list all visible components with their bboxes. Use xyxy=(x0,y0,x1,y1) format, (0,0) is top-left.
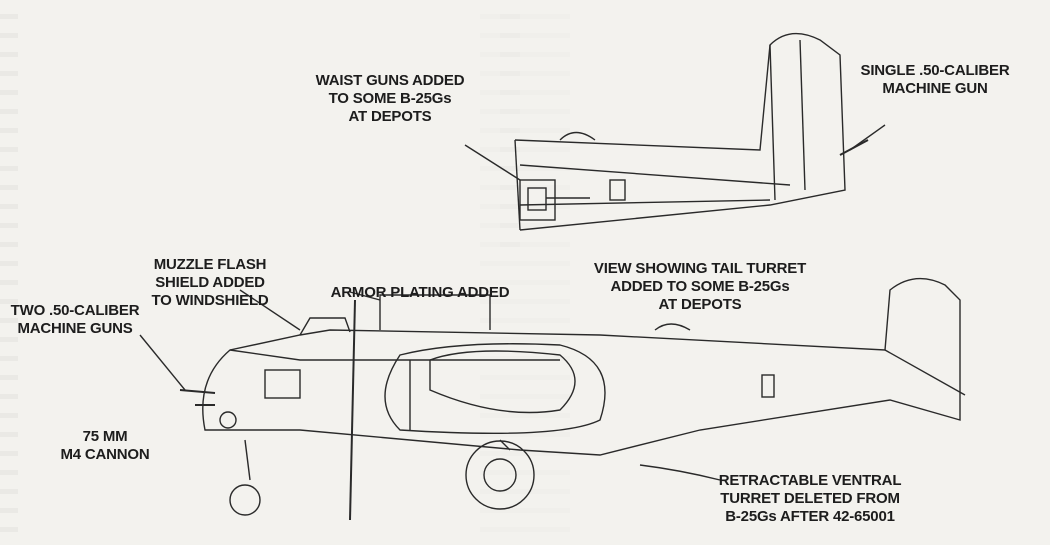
label-line: WAIST GUNS ADDED xyxy=(315,72,465,89)
label-single-gun: SINGLE .50-CALIBER MACHINE GUN xyxy=(850,62,1020,98)
label-armor-plating: ARMOR PLATING ADDED xyxy=(325,284,515,302)
label-tail-view: VIEW SHOWING TAIL TURRET ADDED TO SOME B… xyxy=(585,260,815,314)
leader-line xyxy=(349,291,381,301)
leader-line xyxy=(849,124,886,151)
label-line: RETRACTABLE VENTRAL xyxy=(718,472,902,489)
main-wheel xyxy=(465,440,535,510)
label-line: TURRET DELETED FROM xyxy=(720,490,900,507)
bleed-through-text-left xyxy=(0,0,18,545)
label-line: TO SOME B-25Gs xyxy=(328,90,452,107)
tail-turret-inset-view xyxy=(464,32,886,231)
propeller xyxy=(349,299,356,521)
label-line: MACHINE GUNS xyxy=(17,320,133,337)
b25g-side-view xyxy=(139,277,966,521)
label-line: MUZZLE FLASH xyxy=(153,256,267,273)
label-cannon: 75 MM M4 CANNON xyxy=(50,428,160,464)
label-line: VIEW SHOWING TAIL TURRET xyxy=(593,260,807,277)
leader-line xyxy=(639,464,721,481)
label-line: TO WINDSHIELD xyxy=(151,292,269,309)
bleed-through-text-top-left xyxy=(500,0,520,260)
leader-line xyxy=(239,289,301,331)
label-line: TWO .50-CALIBER xyxy=(10,302,140,319)
label-line: AT DEPOTS xyxy=(348,108,432,125)
label-line: M4 CANNON xyxy=(60,446,150,463)
label-ventral-turret: RETRACTABLE VENTRAL TURRET DELETED FROM … xyxy=(715,472,905,526)
nose-wheel xyxy=(229,484,261,516)
label-two-guns: TWO .50-CALIBER MACHINE GUNS xyxy=(5,302,145,338)
label-muzzle-flash: MUZZLE FLASH SHIELD ADDED TO WINDSHIELD xyxy=(140,256,280,310)
label-line: ARMOR PLATING ADDED xyxy=(330,284,510,301)
label-line: SHIELD ADDED xyxy=(155,274,265,291)
label-line: MACHINE GUN xyxy=(882,80,988,97)
label-line: AT DEPOTS xyxy=(658,296,742,313)
label-line: ADDED TO SOME B-25Gs xyxy=(610,278,790,295)
label-line: 75 MM xyxy=(82,428,128,445)
leader-line xyxy=(464,144,521,181)
label-waist-guns: WAIST GUNS ADDED TO SOME B-25Gs AT DEPOT… xyxy=(300,72,480,126)
label-line: B-25Gs AFTER 42-65001 xyxy=(725,508,895,525)
label-line: SINGLE .50-CALIBER xyxy=(860,62,1010,79)
leader-line xyxy=(139,334,186,391)
bleed-through-text-center xyxy=(480,0,570,545)
